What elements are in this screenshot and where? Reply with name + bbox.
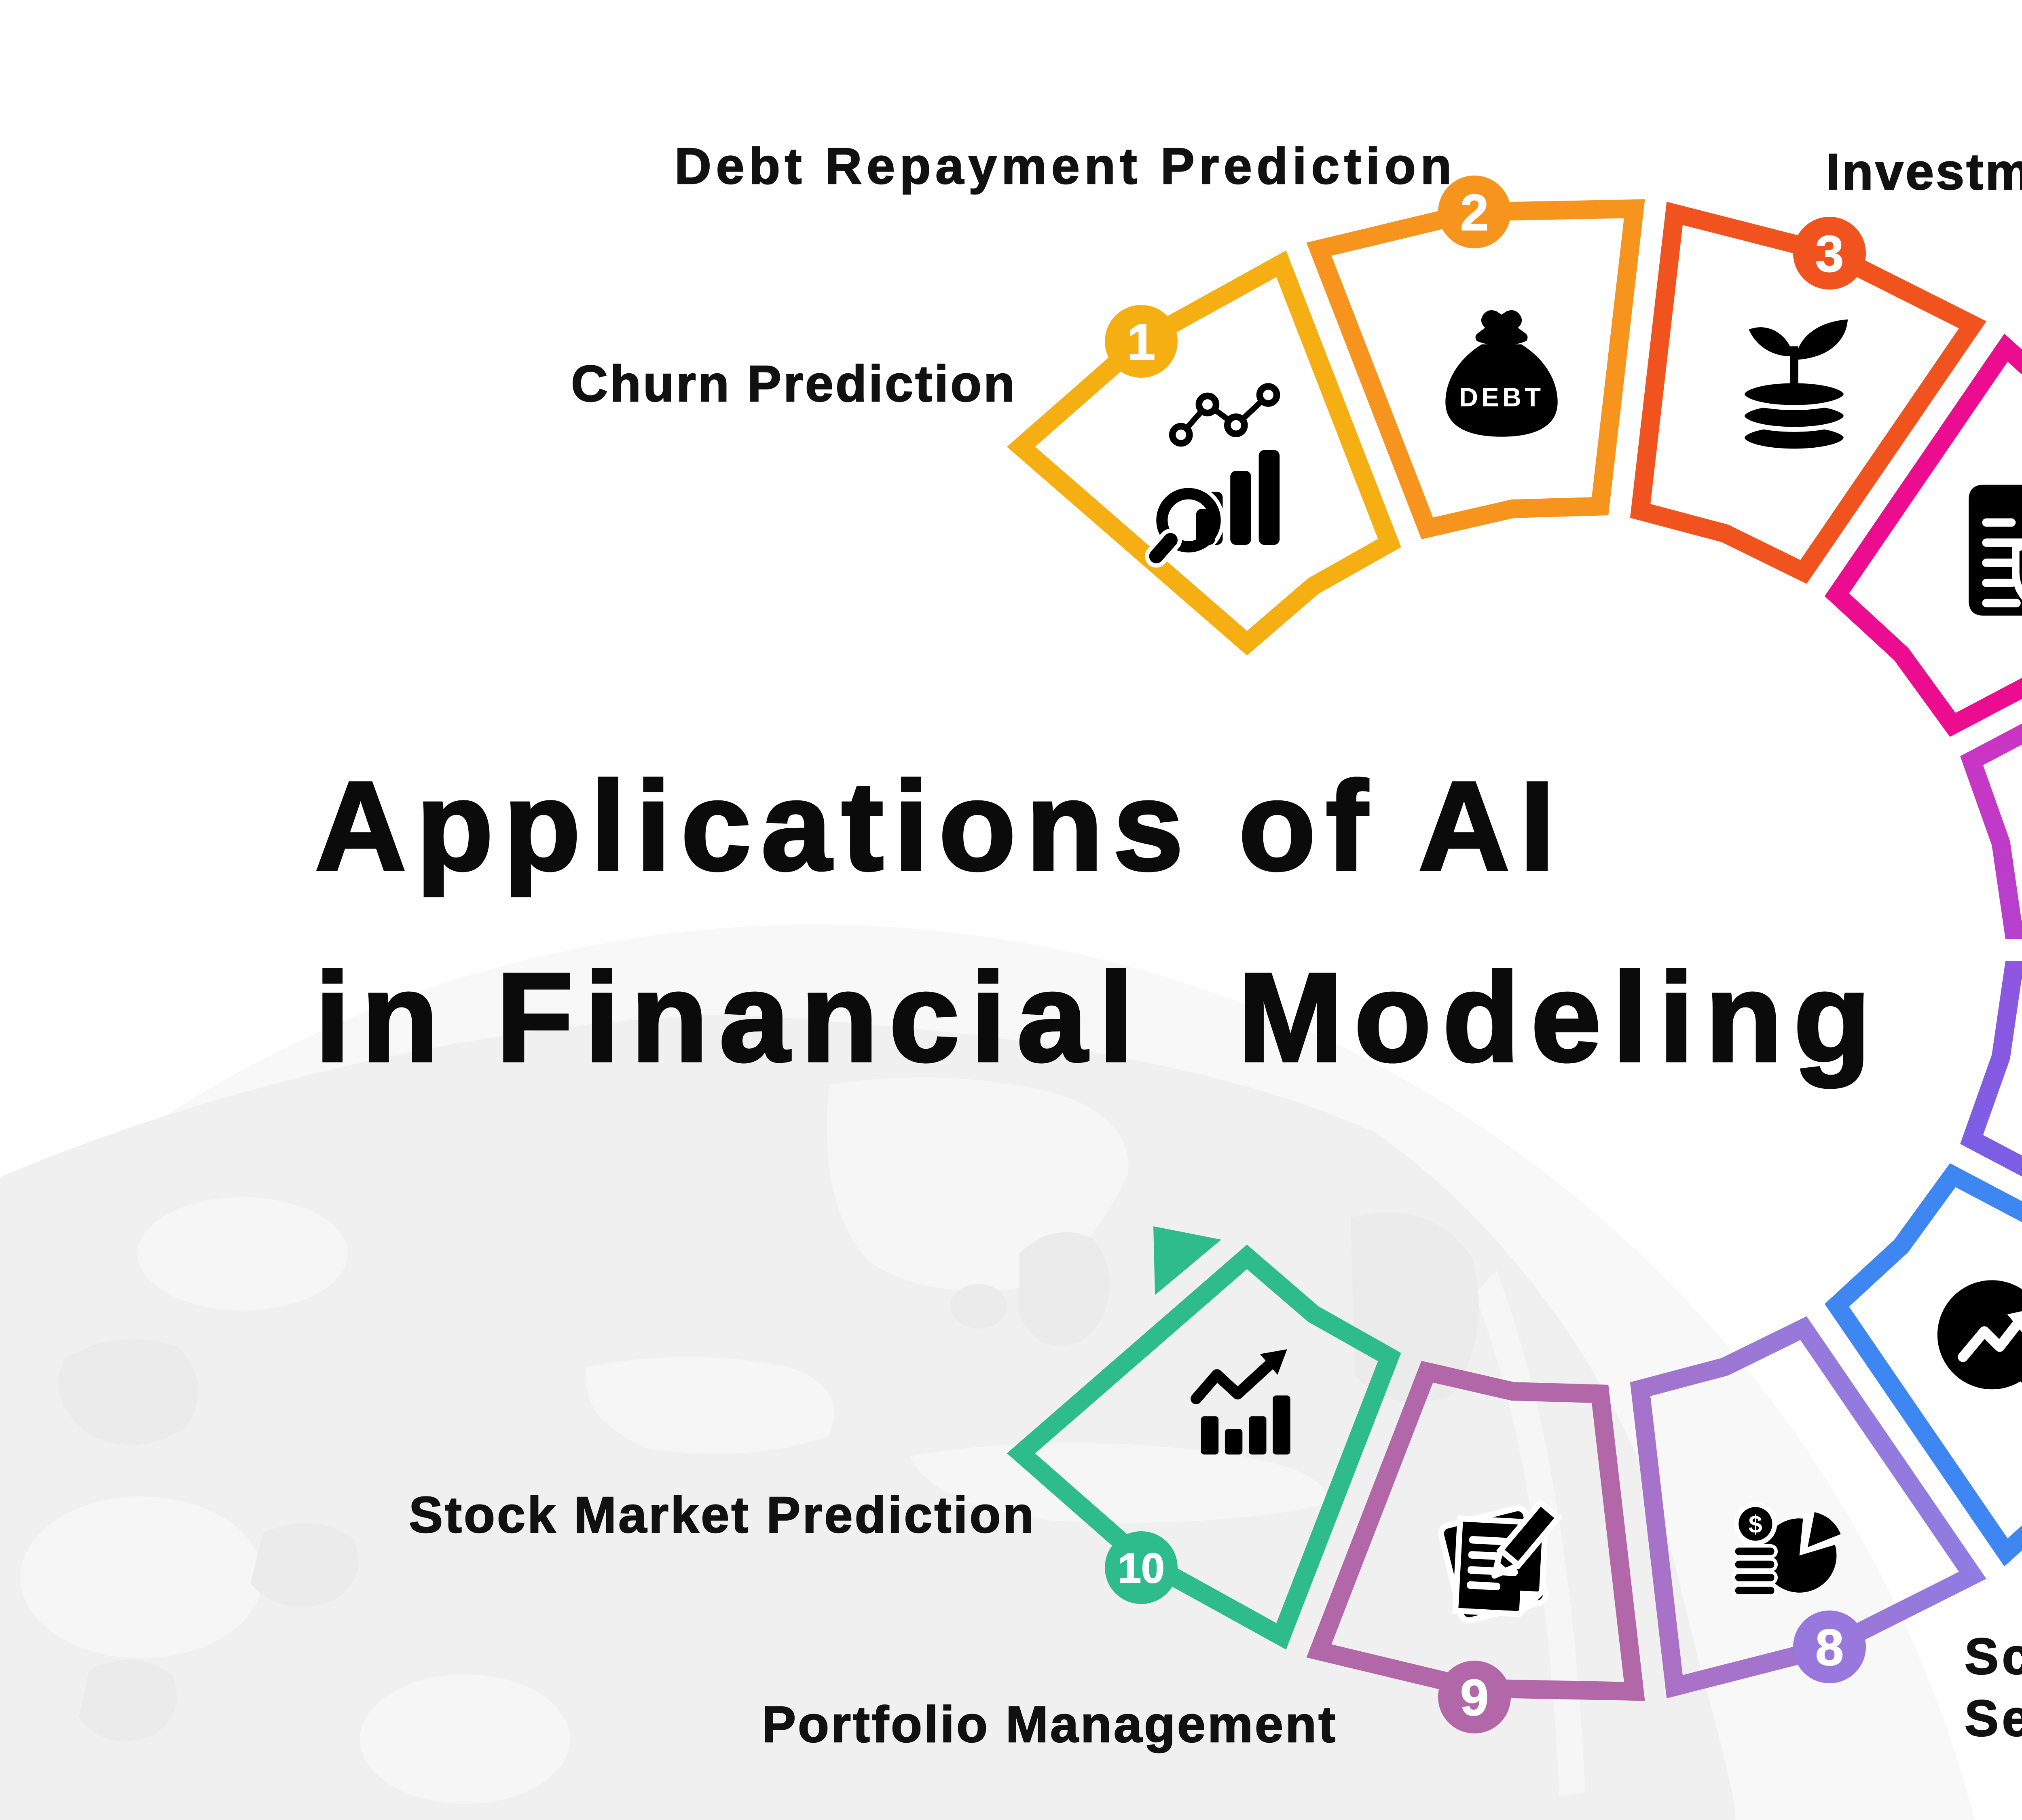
svg-text:Stock Market Prediction: Stock Market Prediction bbox=[409, 1486, 1036, 1543]
svg-text:10: 10 bbox=[1118, 1545, 1165, 1592]
svg-text:$: $ bbox=[1749, 1511, 1762, 1538]
svg-text:Churn Prediction: Churn Prediction bbox=[571, 355, 1017, 412]
svg-text:8: 8 bbox=[1815, 1619, 1844, 1676]
svg-text:DEBT: DEBT bbox=[1459, 382, 1544, 412]
svg-text:Portfolio Management: Portfolio Management bbox=[762, 1696, 1337, 1753]
svg-text:Sensitivity Analysis: Sensitivity Analysis bbox=[1965, 1690, 2022, 1747]
svg-text:in Financial Modeling: in Financial Modeling bbox=[315, 947, 1882, 1088]
svg-text:2: 2 bbox=[1460, 184, 1489, 241]
svg-text:Debt Repayment Prediction: Debt Repayment Prediction bbox=[675, 138, 1456, 195]
svg-text:Applications of AI: Applications of AI bbox=[315, 756, 1565, 897]
svg-text:1: 1 bbox=[1127, 313, 1155, 370]
svg-text:Scenario Analysis &: Scenario Analysis & bbox=[1965, 1628, 2022, 1685]
svg-text:Investment Analysis: Investment Analysis bbox=[1826, 143, 2022, 200]
svg-text:9: 9 bbox=[1460, 1669, 1489, 1726]
svg-text:3: 3 bbox=[1815, 225, 1844, 282]
